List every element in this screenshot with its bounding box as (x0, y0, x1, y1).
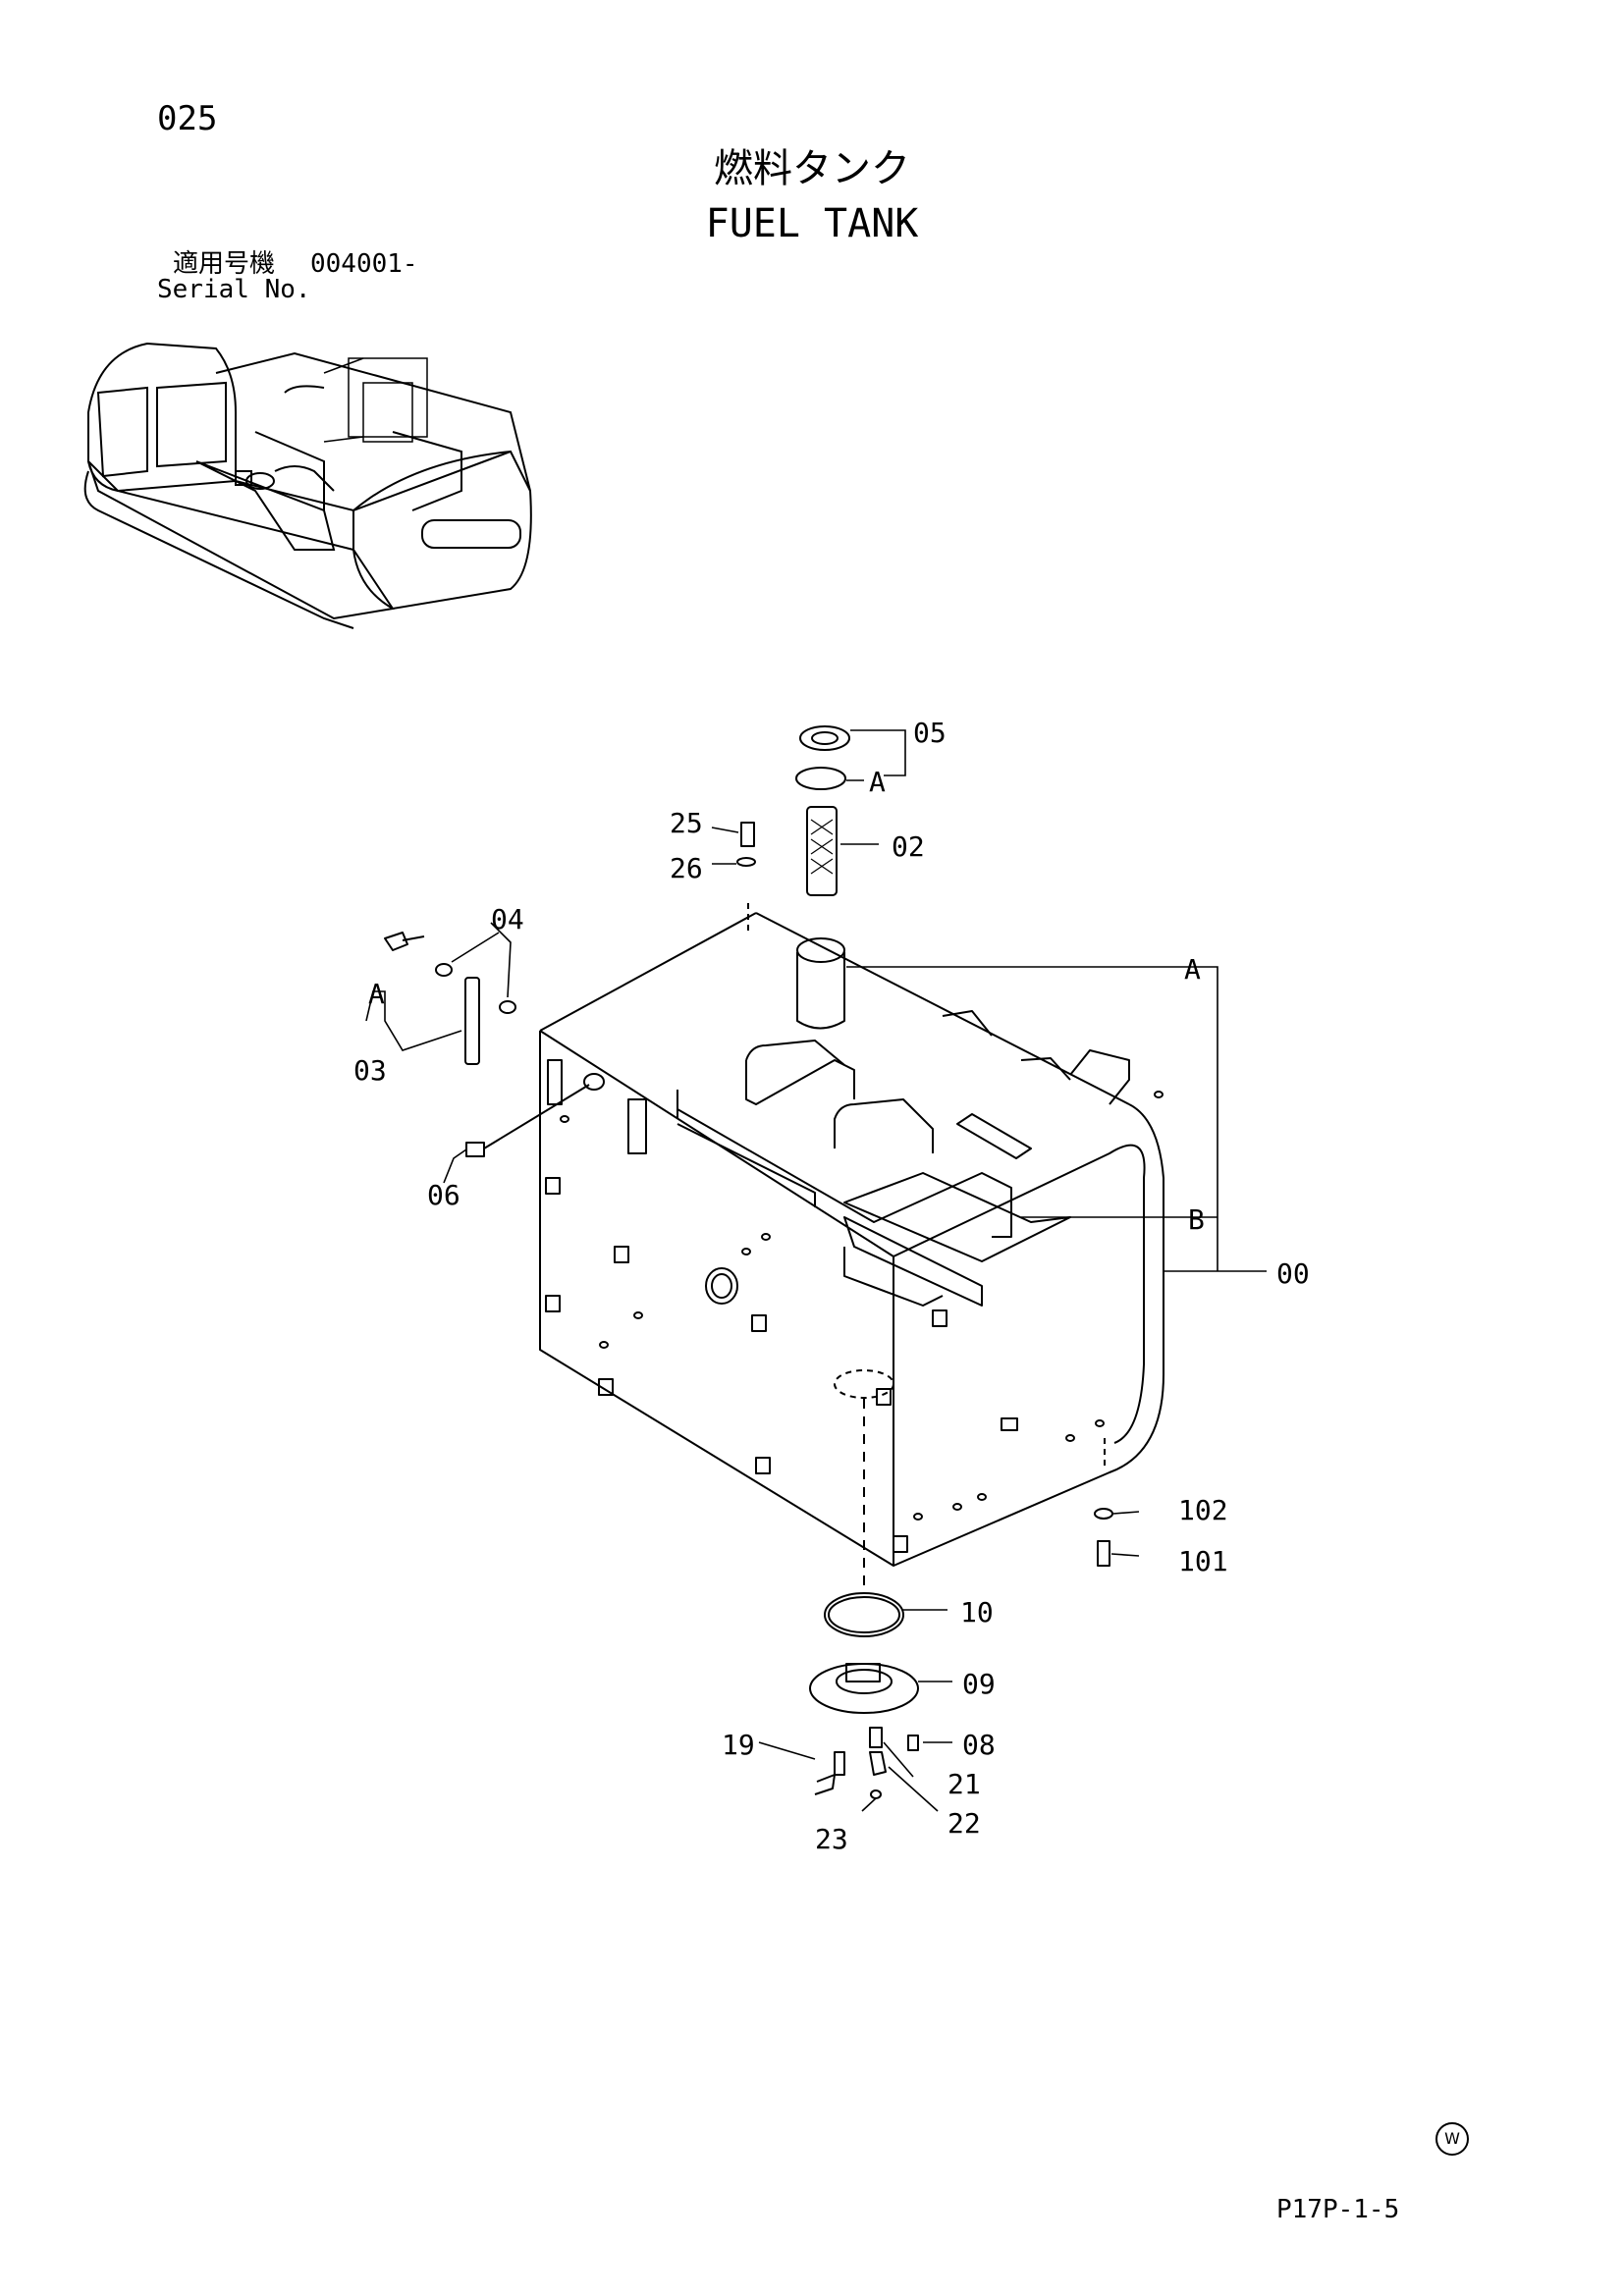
part-label-02: 02 (892, 830, 925, 863)
part-label-00: 00 (1276, 1257, 1310, 1290)
page-title-japanese: 燃料タンク (714, 146, 910, 191)
part-label-06: 06 (427, 1179, 460, 1211)
document-reference: P17P-1-5 (1276, 2195, 1400, 2224)
part-label-22: 22 (947, 1807, 981, 1840)
serial-label-japanese: 適用号機 (173, 249, 276, 279)
reference-label-b: B (1188, 1203, 1205, 1236)
page-code: 025 (157, 99, 218, 138)
part-label-03: 03 (353, 1054, 387, 1087)
part-label-102: 102 (1178, 1494, 1228, 1526)
part-label-19: 19 (722, 1729, 755, 1761)
part-label-08: 08 (962, 1729, 996, 1761)
reference-label-a: A (869, 766, 886, 798)
reference-label-a: A (368, 978, 385, 1010)
part-label-25: 25 (670, 807, 703, 839)
page-title: FUEL TANK (705, 201, 919, 246)
part-label-101: 101 (1178, 1545, 1228, 1577)
serial-label: Serial No. (157, 275, 311, 304)
registered-mark-w: W (1435, 2122, 1469, 2156)
serial-number-value: 004001- (310, 249, 418, 279)
part-label-10: 10 (960, 1596, 994, 1629)
part-label-04: 04 (491, 903, 524, 935)
part-label-23: 23 (815, 1823, 848, 1855)
fuel-tank-body (539, 1031, 1164, 1567)
part-label-09: 09 (962, 1668, 996, 1700)
part-label-26: 26 (670, 852, 703, 884)
part-label-21: 21 (947, 1768, 981, 1800)
part-label-05: 05 (913, 717, 947, 749)
reference-label-a: A (1184, 953, 1201, 986)
